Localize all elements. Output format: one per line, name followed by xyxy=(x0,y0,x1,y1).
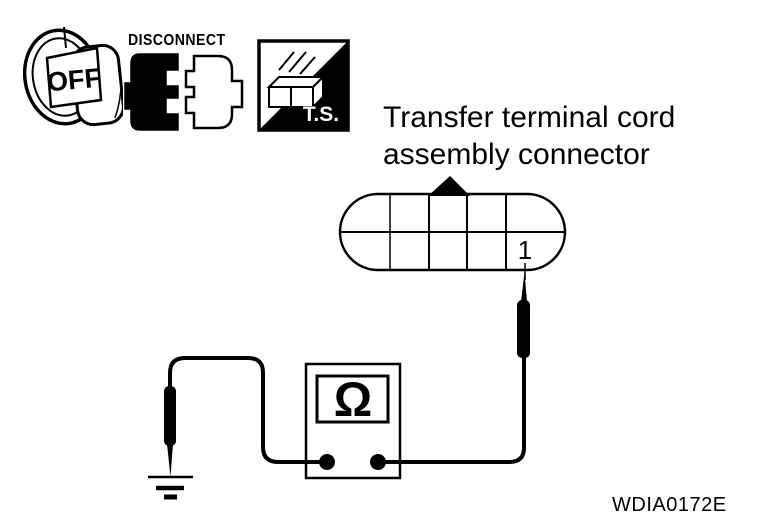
ignition-off-icon-art: OFF xyxy=(22,26,123,127)
left-probe xyxy=(164,386,176,446)
pin-number: 1 xyxy=(518,235,532,265)
motion-line-1 xyxy=(278,51,295,71)
key-slot-line xyxy=(63,26,67,49)
right-probe-tip xyxy=(521,272,527,302)
right-test-lead-wire xyxy=(385,356,526,464)
test-switch-icon: T.S. xyxy=(257,39,350,132)
connector-half-male xyxy=(184,54,244,130)
ohmmeter-terminal-left xyxy=(319,454,335,470)
connector-title-line2: assembly connector xyxy=(383,138,650,171)
right-probe xyxy=(517,300,530,358)
connector-title-line1: Transfer terminal cord xyxy=(383,101,676,134)
disconnect-label: DISCONNECT xyxy=(128,32,226,49)
disconnect-icon-art xyxy=(124,53,244,131)
left-probe-tip xyxy=(167,444,173,477)
ohmmeter-terminal-right xyxy=(370,454,386,470)
connector-title: Transfer terminal cord assembly connecto… xyxy=(383,99,703,173)
ts-label: T.S. xyxy=(303,103,339,126)
motion-line-2 xyxy=(288,51,307,73)
key-head-edge xyxy=(114,53,122,119)
motion-line-3 xyxy=(299,56,316,75)
left-test-lead-wire xyxy=(168,356,320,464)
connector-half-female xyxy=(124,53,179,131)
key-label-panel xyxy=(45,46,103,109)
ignition-off-icon: OFF xyxy=(17,20,123,128)
disconnect-icon: DISCONNECT xyxy=(124,32,246,133)
off-label: OFF xyxy=(46,63,102,98)
ohmmeter-display xyxy=(315,374,390,424)
figure-id: WDIA0172E xyxy=(612,494,727,516)
connector-index-tab xyxy=(428,176,470,196)
test-switch-icon-art: T.S. xyxy=(257,39,350,132)
ohm-symbol: Ω xyxy=(334,374,372,427)
